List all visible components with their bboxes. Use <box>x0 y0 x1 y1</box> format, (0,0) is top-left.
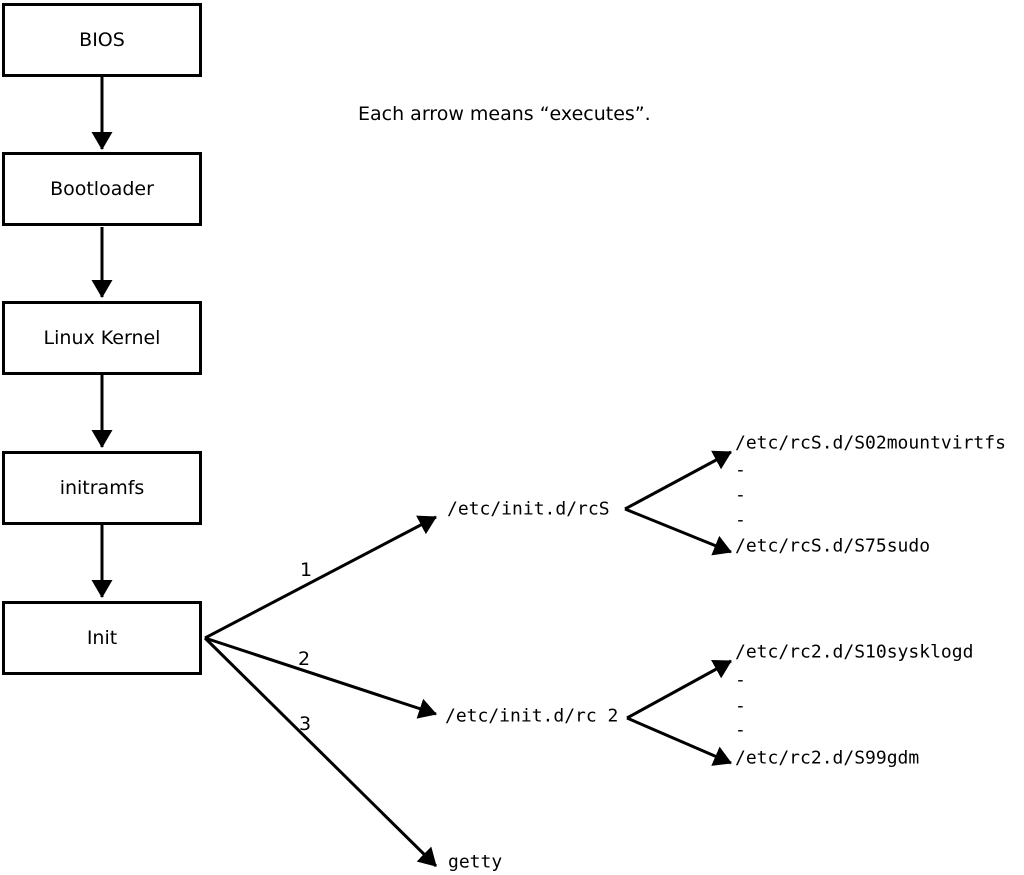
node-linux-kernel-label: Linux Kernel <box>43 327 161 349</box>
rc2-ellipsis-dash-2: - <box>735 695 746 717</box>
branch-number-2: 2 <box>297 648 311 670</box>
rcs-ellipsis-dash-1: - <box>735 459 746 481</box>
branch-number-1: 1 <box>299 559 313 581</box>
arrow-init-getty <box>203 636 438 868</box>
rc2-script-s10sysklogd: /etc/rc2.d/S10sysklogd <box>735 641 974 663</box>
target-init-rc2: /etc/init.d/rc 2 <box>445 705 619 727</box>
node-linux-kernel: Linux Kernel <box>2 301 202 375</box>
arrow-rc2-s10 <box>626 659 732 720</box>
node-bios: BIOS <box>2 3 202 77</box>
rc2-ellipsis-dash-3: - <box>735 719 746 741</box>
rc2-script-s99gdm: /etc/rc2.d/S99gdm <box>735 747 920 769</box>
target-init-rcs: /etc/init.d/rcS <box>447 498 610 520</box>
target-getty: getty <box>448 851 503 873</box>
rcs-script-s02mountvirtfs: /etc/rcS.d/S02mountvirtfs <box>735 432 1006 454</box>
rcs-ellipsis-dash-2: - <box>735 484 746 506</box>
arrow-rcs-s02 <box>624 450 732 511</box>
node-init-label: Init <box>86 627 118 649</box>
node-bootloader: Bootloader <box>2 152 202 226</box>
node-init: Init <box>2 601 202 675</box>
rcs-script-s75sudo: /etc/rcS.d/S75sudo <box>735 535 931 557</box>
arrow-rcs-s75 <box>624 507 732 556</box>
branch-number-3: 3 <box>298 713 312 735</box>
node-bios-label: BIOS <box>79 29 125 51</box>
arrow-init-rcs <box>204 515 437 640</box>
rcs-ellipsis-dash-3: - <box>735 509 746 531</box>
node-initramfs-label: initramfs <box>59 477 145 499</box>
legend-note: Each arrow means “executes”. <box>358 103 651 125</box>
node-initramfs: initramfs <box>2 451 202 525</box>
arrow-rc2-s99 <box>626 716 732 766</box>
rc2-ellipsis-dash-1: - <box>735 669 746 691</box>
node-bootloader-label: Bootloader <box>50 178 154 200</box>
arrow-init-rc2 <box>204 636 437 719</box>
